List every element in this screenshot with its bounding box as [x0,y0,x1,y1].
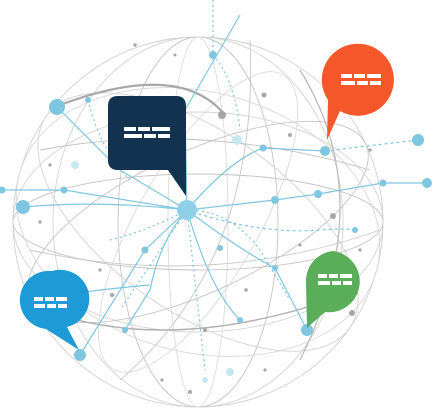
network-link [212,54,241,131]
globe-latitude [12,111,384,333]
globe-tilted-ring [15,87,381,357]
network-link [324,139,419,152]
gray-node [48,163,52,167]
gray-node [173,53,177,57]
gray-node [110,293,114,297]
globe-tilted-ring [97,71,299,373]
globe-arc [39,138,371,171]
gray-node [330,213,336,219]
network-link [22,203,188,211]
network-node [272,265,278,271]
network-node [379,179,387,187]
gray-node [358,248,362,252]
speech-bubble-icon [321,43,394,140]
text-placeholder-icon [318,274,352,285]
network-node [237,317,243,323]
gray-node [38,220,42,224]
gray-nodes [38,43,372,394]
gray-node [349,310,355,316]
network-node [301,324,313,336]
network-link [119,209,188,311]
network-node [71,161,79,169]
text-placeholder-icon [341,74,381,85]
network-link [109,209,188,241]
network-link [186,209,291,301]
gray-node [160,378,164,382]
speech-bubble-icon [108,96,186,196]
globe-meridian [117,36,279,408]
network-node [16,200,30,214]
network-link [186,209,206,371]
gray-node [261,92,267,98]
network-node [122,327,128,333]
network-node [74,349,86,361]
gray-node [263,368,267,372]
network-node [85,97,91,103]
globe-wireframe [12,36,384,408]
network-link [186,209,356,232]
network-node [271,196,279,204]
globe-arc [59,83,226,116]
network-node [0,186,6,194]
gray-node [288,133,292,137]
network-link [186,209,276,269]
network-node [141,246,149,254]
gray-node [203,328,207,332]
network-node [232,135,242,145]
text-placeholder-icon [34,297,67,308]
network-node [320,146,330,156]
gray-node [98,268,102,272]
speech-bubble-icon [305,251,360,328]
network-node [259,144,267,152]
globe-arc [299,69,341,361]
network-node [352,227,358,233]
hub-node [177,200,197,220]
orange-speech-bubble [321,43,394,140]
network-node [314,190,322,198]
network-link [274,267,308,331]
network-node [60,186,68,194]
network-link [186,182,427,211]
network-node [226,368,234,376]
network-link [186,147,326,211]
network-node [202,377,208,383]
green-speech-bubble [305,251,360,328]
gray-node [368,148,372,152]
speech-bubble-icon [19,269,90,350]
network-link [186,209,241,321]
text-placeholder-icon [124,127,170,138]
network-node [412,134,424,146]
gray-node [244,288,248,292]
blue-speech-bubble [19,269,90,350]
gray-node [188,390,192,394]
gray-node [298,243,302,247]
gray-node [133,43,137,47]
network-node [422,178,432,188]
gray-node [218,111,226,119]
navy-speech-bubble [108,96,186,196]
network-node [49,99,65,115]
network-node [217,245,223,251]
globe-arc [29,229,381,267]
blue-nodes [0,51,432,383]
network-node [209,51,217,59]
